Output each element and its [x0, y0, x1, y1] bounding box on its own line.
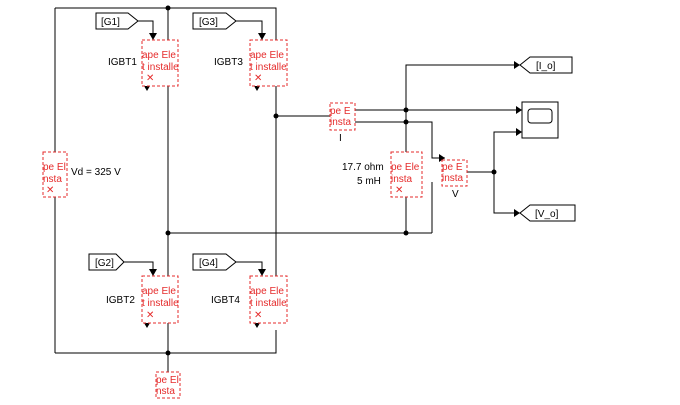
V-to-Vo	[493, 172, 520, 214]
missing-text: insta	[330, 117, 352, 128]
missing-text: pe El	[43, 162, 66, 173]
missing-text: ape Ele	[142, 50, 176, 61]
tag-label: [I_o]	[536, 61, 556, 72]
arrow-g4	[258, 269, 266, 276]
igbt4-label: IGBT4	[211, 295, 240, 306]
missing-text: nsta	[156, 386, 175, 397]
V-to-scope	[493, 131, 522, 172]
diode-mark-2	[144, 323, 150, 328]
dc-bus-bottom	[55, 330, 277, 354]
voltage-label: V	[452, 189, 459, 200]
g3-wire	[236, 20, 263, 40]
missing-text: nsta	[43, 174, 62, 185]
arrow-g2	[149, 269, 157, 276]
arrow-vo	[514, 209, 520, 217]
diode-mark-4	[254, 323, 260, 328]
I-signal	[355, 121, 445, 159]
tag-label: [G3]	[199, 17, 218, 28]
missing-text: t installe	[250, 62, 287, 73]
voltage-measurement-block[interactable]: pe E insta	[441, 159, 468, 187]
missing-text: pe E	[330, 106, 351, 117]
arrow-scope-1	[516, 106, 522, 114]
missing-text: t installe	[142, 298, 179, 309]
broken-image-icon: ✕	[254, 310, 262, 321]
from-tag-g2[interactable]: [G2]	[88, 253, 125, 271]
from-tag-g4[interactable]: [G4]	[192, 253, 237, 271]
ground-block[interactable]: pe El nsta	[155, 371, 181, 399]
g1-wire	[138, 20, 154, 40]
missing-text: pe Ele	[391, 162, 420, 173]
diode-mark-3	[254, 86, 260, 91]
g2-wire	[124, 261, 154, 276]
rl-load-block[interactable]: pe Ele insta ✕	[390, 151, 423, 198]
igbt3-label: IGBT3	[214, 57, 243, 68]
tag-label: [V_o]	[535, 209, 559, 220]
missing-text: pe E	[442, 162, 463, 173]
from-tag-g1[interactable]: [G1]	[95, 12, 139, 30]
I-to-Io	[405, 64, 520, 110]
dc-voltage-source-block[interactable]: pe El nsta ✕	[42, 151, 68, 198]
igbt1-label: IGBT1	[108, 57, 137, 68]
diode-mark-1	[144, 86, 150, 91]
current-measurement-block[interactable]: pe E insta	[329, 102, 356, 131]
vd-label: Vd = 325 V	[71, 167, 121, 178]
missing-text: insta	[391, 174, 413, 185]
scope-block[interactable]	[521, 101, 559, 139]
goto-tag-i-o[interactable]: [I_o]	[519, 56, 573, 74]
broken-image-icon: ✕	[146, 310, 154, 321]
arrow-scope-2	[516, 128, 522, 136]
arrow-io	[514, 61, 520, 69]
goto-tag-v-o[interactable]: [V_o]	[519, 204, 576, 222]
wires	[54, 5, 522, 372]
arrow-g1	[149, 33, 157, 40]
broken-image-icon: ✕	[46, 185, 54, 196]
from-tag-g3[interactable]: [G3]	[192, 12, 237, 30]
igbt2-block[interactable]: ape Ele t installe ✕	[141, 275, 179, 324]
junction	[491, 169, 497, 175]
missing-text: pe El	[156, 375, 179, 386]
arrow-g3	[258, 33, 266, 40]
missing-text: ape Ele	[250, 50, 284, 61]
junction	[403, 119, 409, 125]
missing-text: insta	[442, 173, 464, 184]
scope-screen-icon	[527, 108, 553, 124]
broken-image-icon: ✕	[395, 185, 403, 196]
igbt2-label: IGBT2	[106, 295, 135, 306]
load-inductance-label: 5 mH	[357, 176, 381, 187]
tag-label: [G4]	[199, 258, 218, 269]
dc-bus-top	[55, 7, 277, 55]
missing-text: t installe	[250, 298, 287, 309]
junction	[403, 107, 409, 113]
missing-text: t installe	[142, 62, 179, 73]
junction	[165, 350, 171, 356]
junction	[165, 5, 171, 11]
igbt4-block[interactable]: ape Ele t installe ✕	[249, 275, 288, 324]
missing-text: ape Ele	[250, 286, 284, 297]
load-resistance-label: 17.7 ohm	[342, 162, 384, 173]
igbt3-block[interactable]: ape Ele t installe ✕	[249, 39, 288, 87]
junction	[165, 230, 171, 236]
junction	[403, 230, 409, 236]
junction	[273, 113, 279, 119]
igbt1-block[interactable]: ape Ele t installe ✕	[141, 39, 179, 87]
broken-image-icon: ✕	[146, 73, 154, 84]
tag-label: [G2]	[95, 258, 114, 269]
arrow-v-in	[439, 154, 445, 162]
tag-label: [G1]	[101, 17, 120, 28]
broken-image-icon: ✕	[254, 73, 262, 84]
missing-text: ape Ele	[142, 286, 176, 297]
current-label: I	[339, 133, 342, 144]
